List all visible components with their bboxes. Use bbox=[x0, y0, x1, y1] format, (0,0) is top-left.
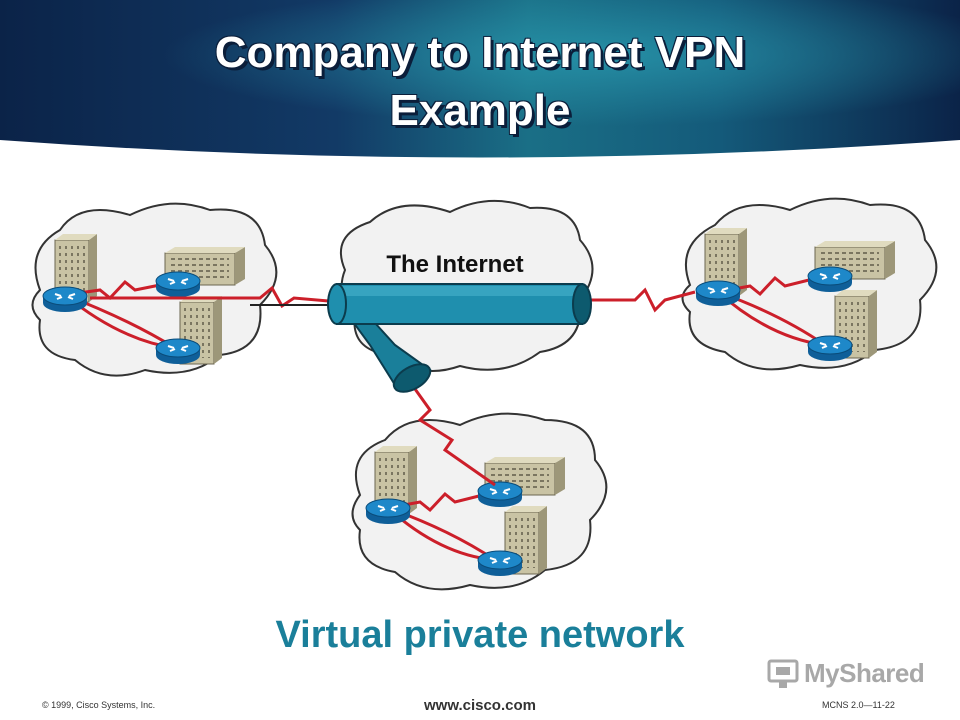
slide-title-line-1: Company to Internet VPN bbox=[214, 28, 746, 77]
router-icon bbox=[477, 481, 523, 508]
myshared-logo: MyShared bbox=[766, 656, 926, 692]
diagram-caption: Virtual private network bbox=[275, 614, 685, 656]
router-icon bbox=[155, 338, 201, 365]
website-link[interactable]: www.cisco.com bbox=[424, 697, 536, 714]
router-icon bbox=[807, 266, 853, 293]
logo-icon bbox=[767, 659, 799, 688]
router-icon bbox=[477, 550, 523, 577]
router-icon bbox=[365, 498, 411, 525]
router-icon bbox=[807, 335, 853, 362]
tunnel-icon bbox=[327, 283, 592, 393]
site-right bbox=[681, 197, 938, 371]
slide-title-line-2: Example bbox=[389, 86, 571, 135]
logo-text: MyShared bbox=[804, 658, 925, 688]
header-banner bbox=[0, 0, 960, 158]
slide-id: MCNS 2.0—11-22 bbox=[822, 700, 895, 710]
router-icon bbox=[42, 286, 88, 313]
site-bottom bbox=[351, 412, 608, 591]
router-icon bbox=[695, 280, 741, 307]
site-left bbox=[31, 202, 278, 377]
wan-link-bottom bbox=[403, 374, 496, 487]
wan-link-right bbox=[590, 287, 696, 313]
internet-label: The Internet bbox=[386, 251, 523, 278]
router-icon bbox=[155, 271, 201, 298]
wan-link-left bbox=[90, 285, 341, 309]
copyright-text: © 1999, Cisco Systems, Inc. bbox=[42, 700, 156, 710]
